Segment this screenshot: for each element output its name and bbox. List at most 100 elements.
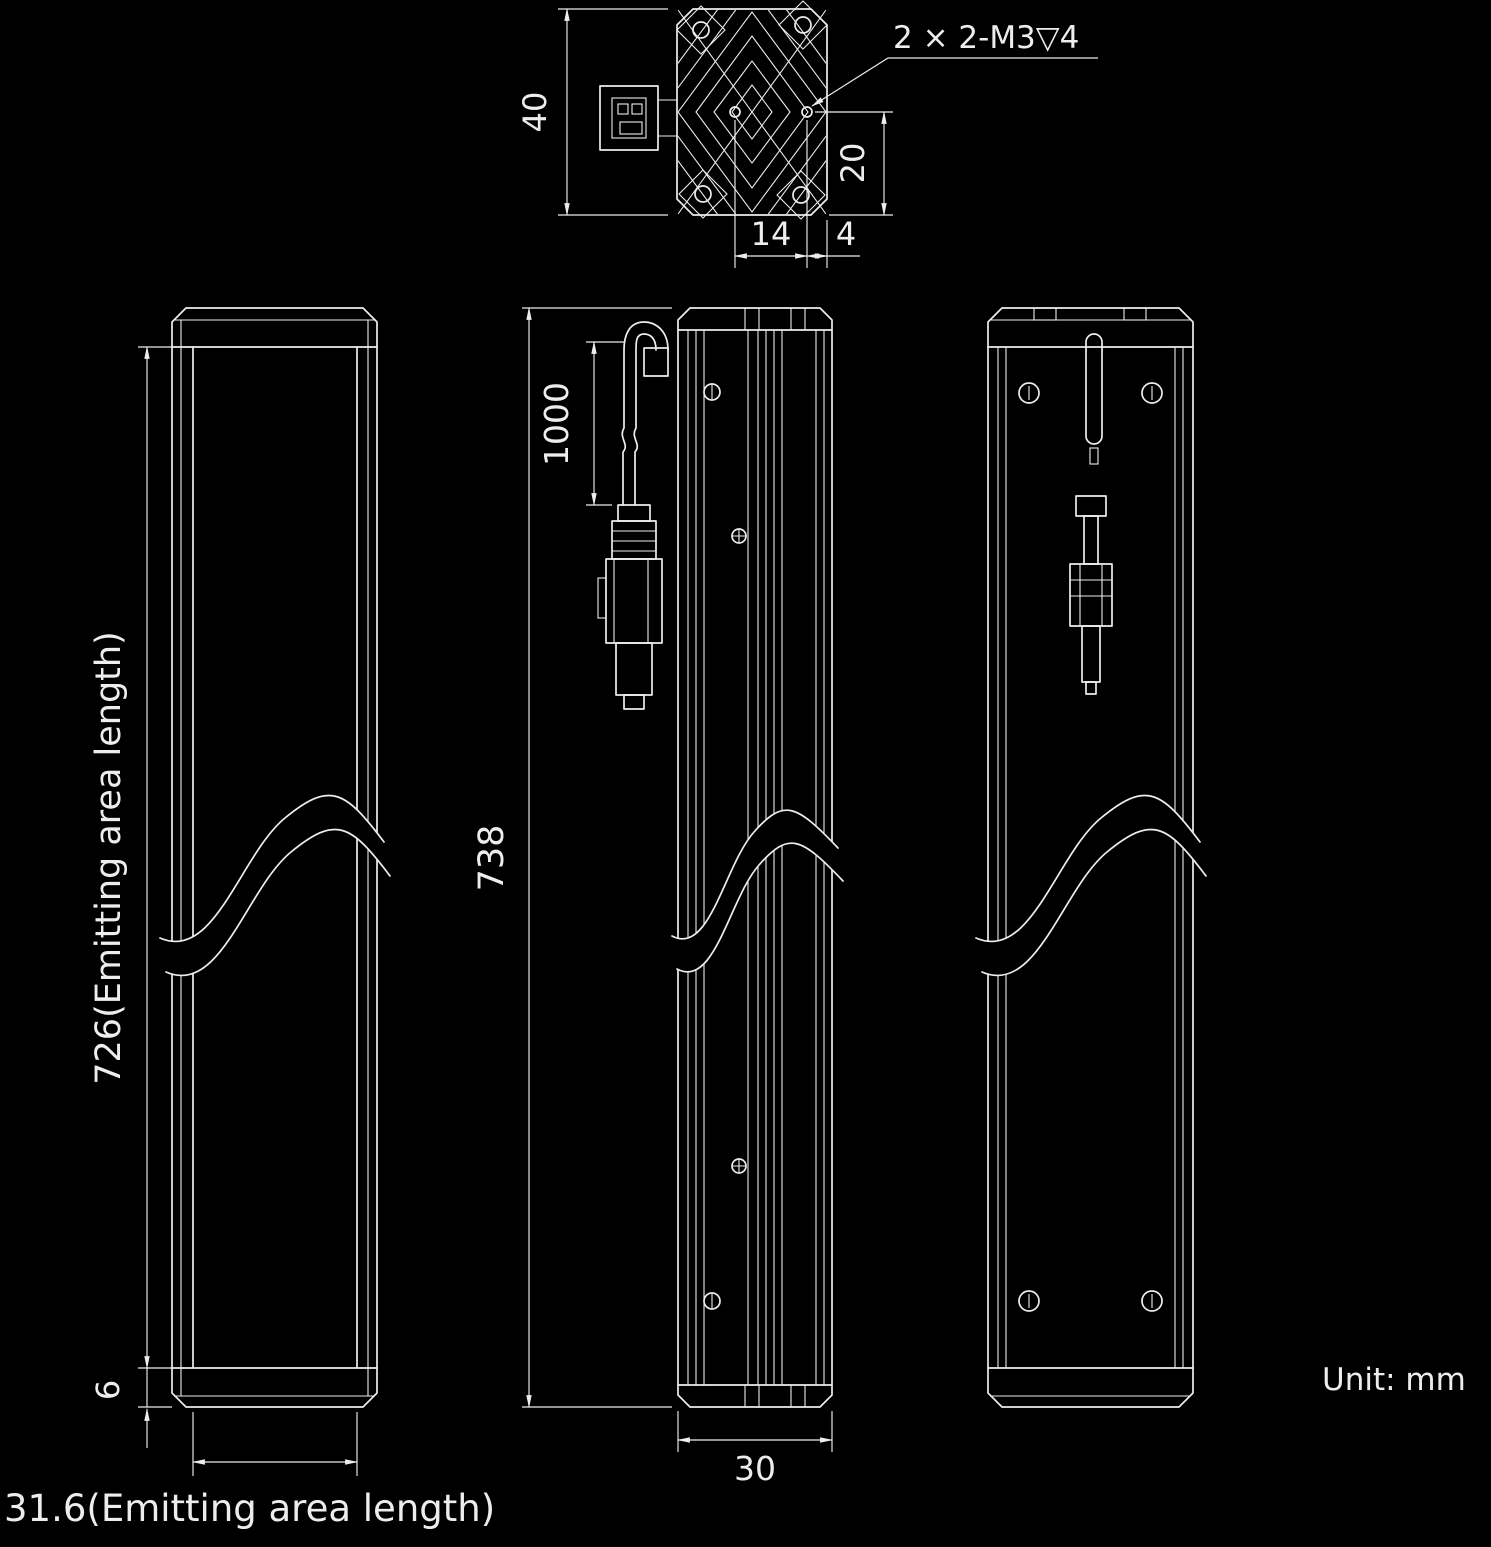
cap-boss (1123, 307, 1147, 321)
break-line (676, 842, 844, 973)
fin-ring (731, 84, 773, 140)
connector-stem (658, 99, 677, 137)
dim-label-14: 14 (751, 215, 792, 253)
dim-overall-length: 738 (472, 306, 672, 1409)
connector-inner (611, 97, 647, 139)
mount-screw (1141, 382, 1163, 404)
break-mask (160, 795, 390, 976)
corner-screw-hole (792, 186, 810, 204)
mounting-screws (1018, 382, 1163, 1312)
fin-ring (678, 11, 826, 213)
extension-lines (522, 307, 672, 1408)
extension-lines (677, 1411, 833, 1452)
plug-ribs (611, 520, 657, 560)
thread-callout: 2 × 2-M3▽4 (811, 20, 1098, 107)
emitting-window-edges (192, 346, 358, 1369)
m3-hole (729, 106, 741, 118)
break-line (975, 794, 1201, 943)
dim-depth: 30 (676, 1411, 834, 1488)
top-view-connector (599, 85, 677, 151)
body-inner-edges (174, 319, 375, 1397)
fin-ring (713, 60, 791, 164)
plug-tip (623, 694, 645, 710)
front-view: 726(Emitting area length) 6 31.6(Emittin… (4, 307, 495, 1530)
dim-top-height: 40 (516, 7, 668, 217)
screw-cross-lines (732, 529, 746, 543)
connector-top (1075, 495, 1107, 517)
frame-lines (997, 347, 1184, 1368)
cable-assembly (597, 321, 669, 710)
dim-hole-pitch: 14 4 (733, 120, 860, 268)
mount-screw (1018, 1290, 1040, 1312)
break-line (981, 828, 1207, 977)
dim-label-726: 726(Emitting area length) (89, 631, 129, 1084)
break-line (165, 828, 391, 977)
connector-neck (1083, 515, 1099, 565)
dim-emitting-length: 726(Emitting area length) (89, 345, 172, 1370)
front-body-outline (171, 307, 378, 1408)
connector-pin (631, 103, 643, 115)
unit-label: Unit: mm (1322, 1362, 1466, 1398)
rear-body-outline (987, 307, 1194, 1408)
slot-detail (1089, 447, 1099, 465)
connector-tail (1081, 625, 1101, 683)
dim-cable-length: 1000 (537, 340, 624, 507)
mount-screw (1141, 1290, 1163, 1312)
screw-cross-lines (732, 1159, 746, 1173)
connector-tip (1085, 681, 1097, 695)
dim-emitting-width: 31.6(Emitting area length) (4, 1412, 495, 1530)
recessed-connector (1069, 495, 1113, 695)
rear-view (975, 307, 1207, 1408)
dim-end-cap: 6 (89, 1368, 172, 1448)
thread-callout-label: 2 × 2-M3▽4 (893, 20, 1079, 56)
frame-lines (180, 320, 369, 1396)
dim-label-20: 20 (834, 143, 872, 184)
dim-label-738: 738 (472, 825, 512, 892)
corner-tab (778, 0, 828, 50)
side-body-outline (677, 307, 833, 1408)
dim-label-30: 30 (734, 1449, 776, 1488)
break-line (159, 794, 385, 943)
cable-outer (621, 321, 669, 506)
screw (703, 1292, 721, 1310)
plug-rib-lines (612, 530, 656, 552)
cable-gland (643, 347, 669, 377)
cable-inner (633, 333, 657, 506)
extension-lines (558, 8, 668, 216)
fin-ring (695, 35, 809, 189)
dim-label-6: 6 (89, 1380, 127, 1400)
heatsink-fin-pattern (678, 10, 826, 214)
dim-hole-to-edge: 20 (815, 110, 893, 217)
side-screws (703, 383, 747, 1310)
connector-body (1069, 563, 1113, 627)
fin-diagonals (678, 10, 826, 214)
corner-tab (676, 5, 726, 55)
m3-hole (801, 106, 813, 118)
plug-latch (597, 577, 607, 619)
connector-pin (619, 121, 643, 135)
connector-body-lines (1070, 564, 1112, 626)
extension-lines (192, 1412, 358, 1476)
plug-neck (617, 504, 651, 522)
fin-ring (678, 10, 826, 214)
dim-label-1000: 1000 (537, 382, 576, 466)
plug-body-lines (613, 559, 649, 643)
extension-lines (734, 120, 828, 268)
break-mask (976, 795, 1206, 976)
cap-ticks (744, 308, 806, 1407)
fin-ring (678, 10, 826, 214)
corner-screw-hole (694, 185, 712, 203)
body-inner-edges (990, 319, 1191, 1397)
connector-housing (599, 85, 659, 151)
end-cap-lines (987, 346, 1194, 1369)
cable-slot (1085, 333, 1103, 465)
break-mask (672, 810, 843, 972)
plug-tail (615, 642, 653, 696)
top-view: 2 × 2-M3▽4 40 20 14 4 (516, 0, 1098, 268)
break-line (671, 809, 839, 940)
corner-tab (776, 170, 826, 220)
leader-line (811, 57, 1098, 107)
slot-outline (1085, 333, 1103, 445)
connector-pin (617, 103, 629, 115)
side-view: 1000 738 30 (472, 306, 844, 1488)
